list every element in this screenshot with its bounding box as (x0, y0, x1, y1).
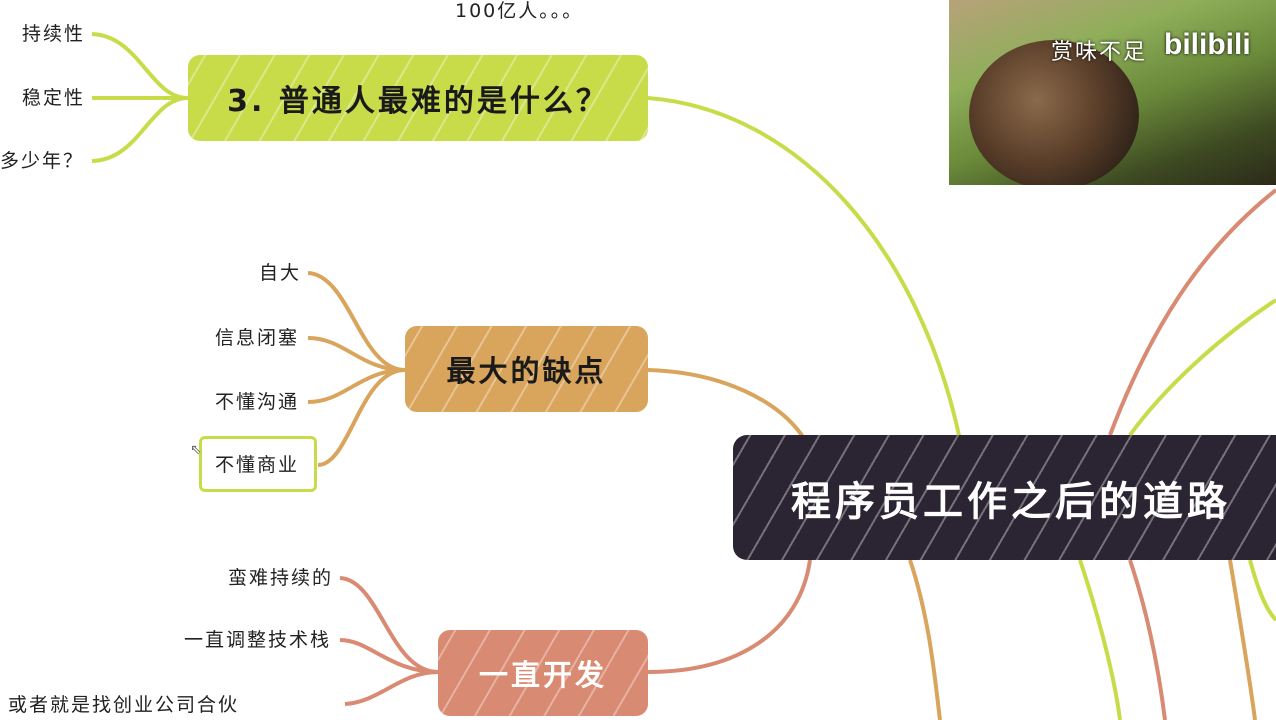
topic-biggest-weakness[interactable]: 最大的缺点 (405, 326, 648, 412)
leaf-sustainability[interactable]: 持续性 (22, 23, 86, 45)
leaf-keep-adjusting-stack[interactable]: 一直调整技术栈 (184, 629, 332, 651)
video-overlay: 赏味不足 bilibili (949, 0, 1276, 185)
leaf-arrogance[interactable]: 自大 (259, 262, 302, 284)
selected-leaf-frame[interactable] (199, 436, 317, 492)
leaf-poor-communication[interactable]: 不懂沟通 (215, 391, 300, 413)
top-partial-text: 100亿人。。。 (455, 0, 584, 22)
bilibili-logo-icon: bilibili (1164, 28, 1251, 61)
leaf-no-business-sense[interactable]: 不懂商业 (215, 454, 300, 476)
overlay-caption: 赏味不足 (1051, 40, 1148, 65)
cursor-arrow-icon: ⇖ (190, 442, 202, 458)
leaf-how-many-years[interactable]: 多少年？ (0, 150, 85, 172)
topic-keep-developing[interactable]: 一直开发 (438, 630, 648, 716)
streamer-image (969, 40, 1139, 185)
leaf-information-closed[interactable]: 信息闭塞 (215, 327, 300, 349)
leaf-hard-to-sustain[interactable]: 蛮难持续的 (228, 567, 334, 589)
topic-hardest-for-ordinary-people[interactable]: 3. 普通人最难的是什么？ (188, 55, 648, 141)
leaf-join-startup[interactable]: 或者就是找创业公司合伙 (8, 694, 240, 716)
root-topic[interactable]: 程序员工作之后的道路 (733, 435, 1276, 560)
leaf-stability[interactable]: 稳定性 (22, 87, 86, 109)
